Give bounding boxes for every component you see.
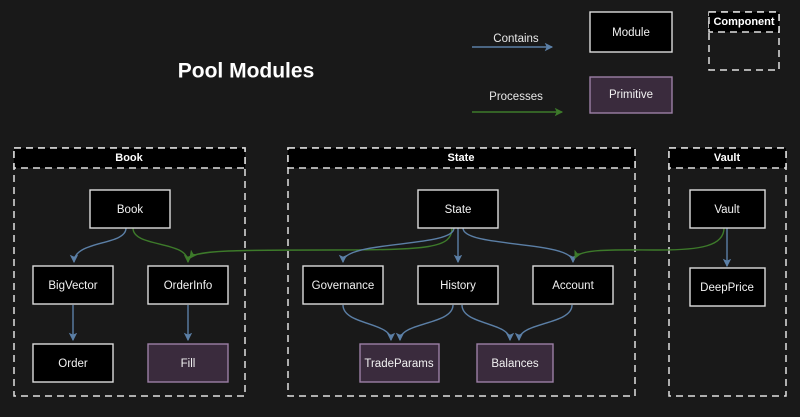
- node-deepprice-box[interactable]: [689, 267, 766, 307]
- edge-book-to-bigvector: [69, 227, 127, 264]
- legend-primitive: Primitive: [589, 76, 673, 114]
- group-book-header: [13, 147, 246, 169]
- group-state: State: [287, 147, 636, 397]
- group-vault-header: [668, 147, 787, 169]
- node-tradeparams-box[interactable]: [359, 343, 440, 383]
- node-balances-box[interactable]: [476, 343, 554, 383]
- node-orderinfo-box[interactable]: [147, 265, 229, 305]
- legend-module-box: [589, 11, 673, 53]
- node-governance[interactable]: Governance: [302, 265, 384, 305]
- node-orderinfo-label: OrderInfo: [164, 280, 213, 292]
- node-history-label: History: [440, 280, 476, 292]
- edge-state-to-account: [462, 227, 578, 264]
- node-history-box[interactable]: [417, 265, 499, 305]
- node-tradeparams-label: TradeParams: [364, 358, 433, 370]
- node-balances[interactable]: Balances: [476, 343, 554, 383]
- node-bigvector-box[interactable]: [32, 265, 114, 305]
- node-bigvector[interactable]: BigVector: [32, 265, 114, 305]
- node-order-label: Order: [58, 358, 88, 370]
- node-book-box[interactable]: [89, 189, 171, 229]
- group-state-header: [287, 147, 636, 169]
- node-governance-label: Governance: [312, 280, 375, 292]
- edge-book-to-orderinfo: [132, 227, 193, 264]
- node-fill-label: Fill: [181, 358, 196, 370]
- group-book-label: Book: [115, 152, 143, 164]
- edge-vault-to-account: [574, 227, 725, 260]
- edge-state-to-governance: [338, 227, 455, 264]
- edge-history-to-tradeparams: [395, 304, 454, 342]
- node-book-label: Book: [117, 204, 143, 216]
- node-governance-box[interactable]: [302, 265, 384, 305]
- legend-component: Component: [708, 11, 780, 71]
- group-vault: Vault: [668, 147, 787, 397]
- legend-module: Module: [589, 11, 673, 53]
- legend-processes-label: Processes: [489, 91, 543, 103]
- legend-contains-label: Contains: [493, 33, 539, 45]
- node-account-label: Account: [552, 280, 594, 292]
- group-vault-frame: [668, 147, 787, 397]
- node-history[interactable]: History: [417, 265, 499, 305]
- group-vault-label: Vault: [714, 152, 741, 164]
- node-order[interactable]: Order: [32, 343, 114, 383]
- node-fill[interactable]: Fill: [147, 343, 229, 383]
- node-vault-box[interactable]: [689, 189, 766, 229]
- node-book[interactable]: Book: [89, 189, 171, 229]
- legend-primitive-label: Primitive: [609, 89, 653, 101]
- page-title: Pool Modules: [178, 60, 315, 83]
- group-state-label: State: [448, 152, 475, 164]
- node-tradeparams[interactable]: TradeParams: [359, 343, 440, 383]
- legend-module-label: Module: [612, 27, 650, 39]
- node-deepprice[interactable]: DeepPrice: [689, 267, 766, 307]
- node-deepprice-label: DeepPrice: [700, 282, 754, 294]
- legend-component-label: Component: [713, 16, 774, 28]
- node-vault[interactable]: Vault: [689, 189, 766, 229]
- legend-primitive-box: [589, 76, 673, 114]
- edge-account-to-balances: [514, 304, 573, 342]
- edge-state-to-orderinfo: [189, 227, 453, 259]
- node-bigvector-label: BigVector: [48, 280, 97, 292]
- node-vault-label: Vault: [714, 204, 740, 216]
- node-orderinfo[interactable]: OrderInfo: [147, 265, 229, 305]
- edge-governance-to-tradeparams: [342, 304, 396, 342]
- node-order-box[interactable]: [32, 343, 114, 383]
- node-fill-box[interactable]: [147, 343, 229, 383]
- group-book: Book: [13, 147, 246, 397]
- legend-component-header: [708, 11, 780, 33]
- node-account[interactable]: Account: [532, 265, 614, 305]
- node-state-label: State: [445, 204, 472, 216]
- legend-processes: Processes: [472, 91, 564, 117]
- legend-component-frame: [708, 11, 780, 71]
- edge-history-to-balances: [461, 304, 515, 342]
- node-state-box[interactable]: [417, 189, 499, 229]
- legend-contains: Contains: [472, 33, 554, 52]
- node-balances-label: Balances: [491, 358, 539, 370]
- node-account-box[interactable]: [532, 265, 614, 305]
- node-state[interactable]: State: [417, 189, 499, 229]
- group-book-frame: [13, 147, 246, 397]
